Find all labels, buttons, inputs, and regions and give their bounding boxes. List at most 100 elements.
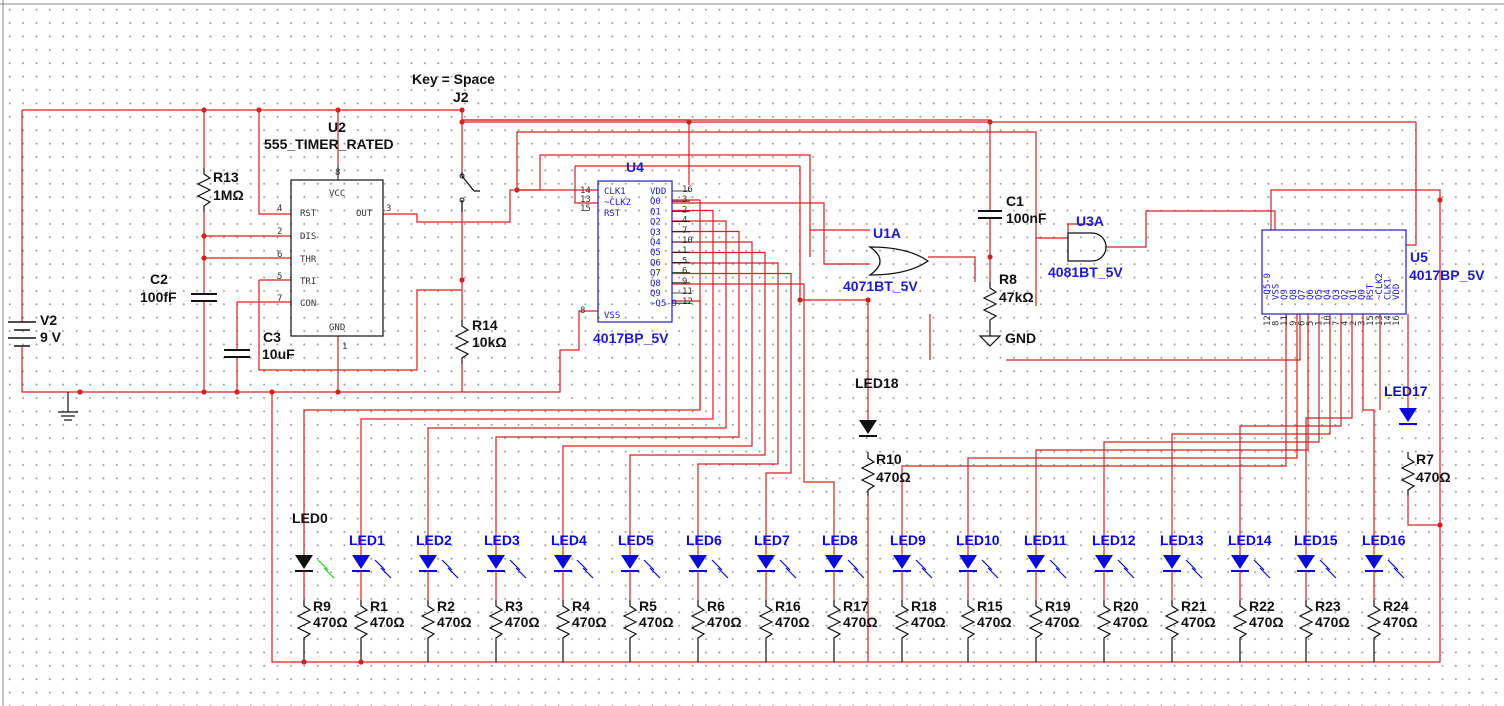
resistor-ref: R16 (775, 598, 801, 614)
led-led8[interactable]: LED8 (822, 532, 865, 600)
u4-pin-number: 6 (682, 267, 687, 277)
led-led13[interactable]: LED13 (1160, 532, 1204, 600)
capacitor-c3[interactable]: C3 10uF (224, 329, 295, 362)
u4-pin-clk2: ~CLK2 (604, 198, 631, 208)
resistor-r14[interactable]: R14 10kΩ (454, 317, 507, 364)
resistor-r13[interactable]: R13 1MΩ (196, 168, 244, 212)
wire-segment (1106, 210, 1276, 248)
capacitor-c1[interactable]: C1 100nF (978, 193, 1047, 226)
led-led0[interactable]: LED0 (292, 510, 335, 600)
led-led10[interactable]: LED10 (956, 532, 1000, 600)
resistor-ref: R17 (843, 598, 869, 614)
u2-ref: U2 (328, 119, 346, 135)
resistor-value: 470Ω (313, 614, 348, 630)
resistor-r7[interactable]: R7 470Ω (1400, 451, 1451, 496)
capacitor-c2[interactable]: C2 100fF (140, 271, 217, 305)
led-led2[interactable]: LED2 (416, 532, 459, 600)
led-arrow (1387, 559, 1399, 571)
led-led6[interactable]: LED6 (686, 532, 729, 600)
ground-symbol-gnd: GND (978, 320, 1036, 347)
u5-pin-number: 4 (1340, 321, 1350, 326)
led-arrow (643, 559, 655, 571)
junction-dot (335, 389, 341, 395)
led-arrow (1253, 559, 1265, 571)
led-led18[interactable]: LED18 (855, 375, 899, 437)
led-led17[interactable]: LED17 (1384, 383, 1428, 425)
u5-pin-label: VDD (1392, 284, 1402, 300)
led-led15[interactable]: LED15 (1294, 532, 1338, 600)
led-led9[interactable]: LED9 (890, 532, 933, 600)
u5-pin-number: 6 (1297, 321, 1307, 326)
u5-pin-label: RST (1366, 283, 1376, 300)
u4-pin-number: 10 (682, 236, 693, 246)
resistor-value: 470Ω (639, 614, 674, 630)
led-label: LED5 (618, 532, 654, 548)
junction-dot (234, 389, 240, 395)
ic-u5-4017-counter[interactable]: U5 4017BP_5V ~Q5-912VSS8Q911Q89Q76Q65Q51… (1261, 229, 1485, 326)
u4-pin-label: Q8 (650, 279, 661, 289)
wire-u4-led (360, 209, 714, 545)
led-led16[interactable]: LED16 (1362, 532, 1406, 600)
junction-dot (201, 233, 207, 239)
gate-u1a-or[interactable]: U1A 4071BT_5V (843, 225, 930, 294)
resistor-zigzag (826, 600, 842, 662)
gate-u3a-and[interactable]: U3A 4081BT_5V (1048, 213, 1123, 280)
resistor-ref: R20 (1113, 598, 1139, 614)
u2-pinnum-out: 3 (386, 204, 391, 214)
led-led5[interactable]: LED5 (618, 532, 661, 600)
led-body (1095, 555, 1113, 569)
u2-pin-vcc: VCC (329, 189, 345, 199)
led-led14[interactable]: LED14 (1228, 532, 1272, 600)
resistor-r10[interactable]: R10 470Ω (860, 451, 911, 496)
u2-pin-tri: TRI (300, 277, 316, 287)
battery-v2[interactable]: V2 9 V (8, 312, 62, 347)
led-label: LED4 (551, 532, 587, 548)
resistor-zigzag (1164, 600, 1180, 662)
led-arrow (576, 559, 588, 571)
r7-ref: R7 (1416, 451, 1434, 467)
led-led7[interactable]: LED7 (754, 532, 797, 600)
resistor-zigzag (1366, 600, 1382, 662)
junction-dot (459, 119, 465, 125)
led-led4[interactable]: LED4 (551, 532, 594, 600)
ic-u4-4017-counter[interactable]: U4 4017BP_5V CLK1 ~CLK2 RST VSS 14 13 15… (580, 159, 693, 346)
led-label: LED2 (416, 532, 452, 548)
u4-pin-number: 7 (682, 226, 687, 236)
u4-pin-label: ~Q5-9 (650, 299, 677, 309)
led-led3[interactable]: LED3 (484, 532, 527, 600)
led-arrow (1393, 567, 1405, 579)
wire-segment (383, 189, 598, 223)
led-body (554, 555, 572, 569)
u5-pin-number: 3 (1358, 321, 1368, 326)
ic-u2-555-timer[interactable]: U2 555_TIMER_RATED VCC RST OUT DIS THR T… (264, 119, 394, 352)
resistor-value: 470Ω (505, 614, 540, 630)
u5-pin-label: Q2 (1340, 289, 1350, 300)
u4-pin-label: Q2 (650, 218, 661, 228)
resistor-r8[interactable]: R8 47kΩ (982, 271, 1034, 321)
led-body (352, 555, 370, 569)
led-led1[interactable]: LED1 (349, 532, 392, 600)
switch-j2[interactable]: Key = Space J2 (412, 71, 495, 212)
led-led12[interactable]: LED12 (1092, 532, 1136, 600)
junction-dot (987, 254, 993, 260)
led-led11[interactable]: LED11 (1024, 532, 1067, 600)
r10-value: 470Ω (876, 469, 911, 485)
